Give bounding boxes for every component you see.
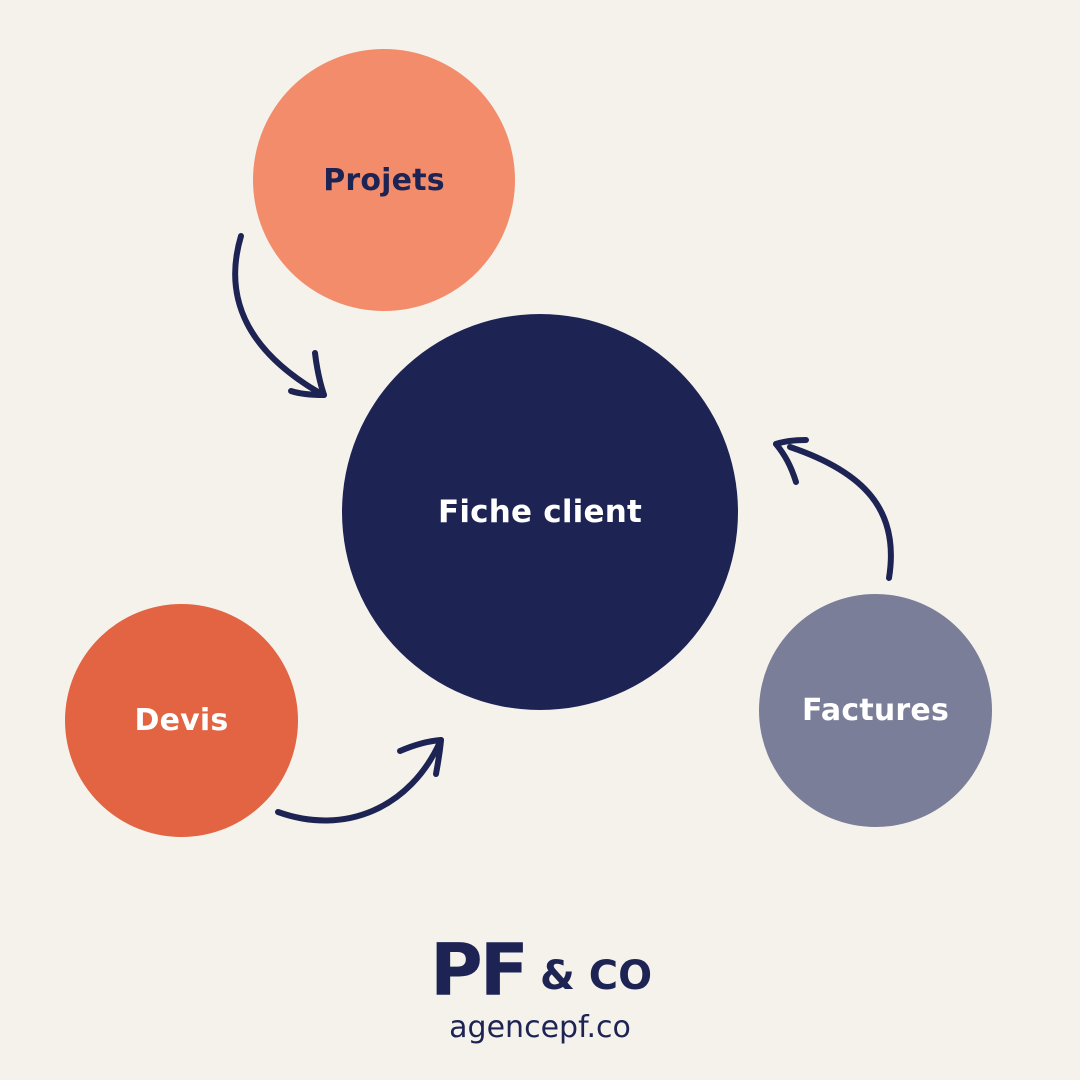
logo-suffix: & CO bbox=[539, 953, 653, 999]
node-projets: Projets bbox=[253, 49, 515, 311]
node-factures: Factures bbox=[759, 594, 992, 827]
node-projets-label: Projets bbox=[323, 162, 445, 198]
node-fiche-client-label: Fiche client bbox=[437, 494, 642, 530]
node-factures-label: Factures bbox=[801, 693, 950, 728]
brand-logo: PF & CO bbox=[430, 934, 660, 1014]
arrow-factures-to-fiche-client bbox=[773, 437, 894, 581]
website-url: agencepf.co bbox=[449, 1010, 631, 1045]
logo-letters: PF bbox=[430, 928, 529, 1012]
arrow-projets-to-fiche-client bbox=[232, 233, 327, 398]
node-fiche-client: Fiche client bbox=[342, 314, 738, 710]
arrow-devis-to-fiche-client bbox=[275, 737, 444, 824]
node-devis-label: Devis bbox=[134, 703, 229, 738]
node-devis: Devis bbox=[65, 604, 298, 837]
